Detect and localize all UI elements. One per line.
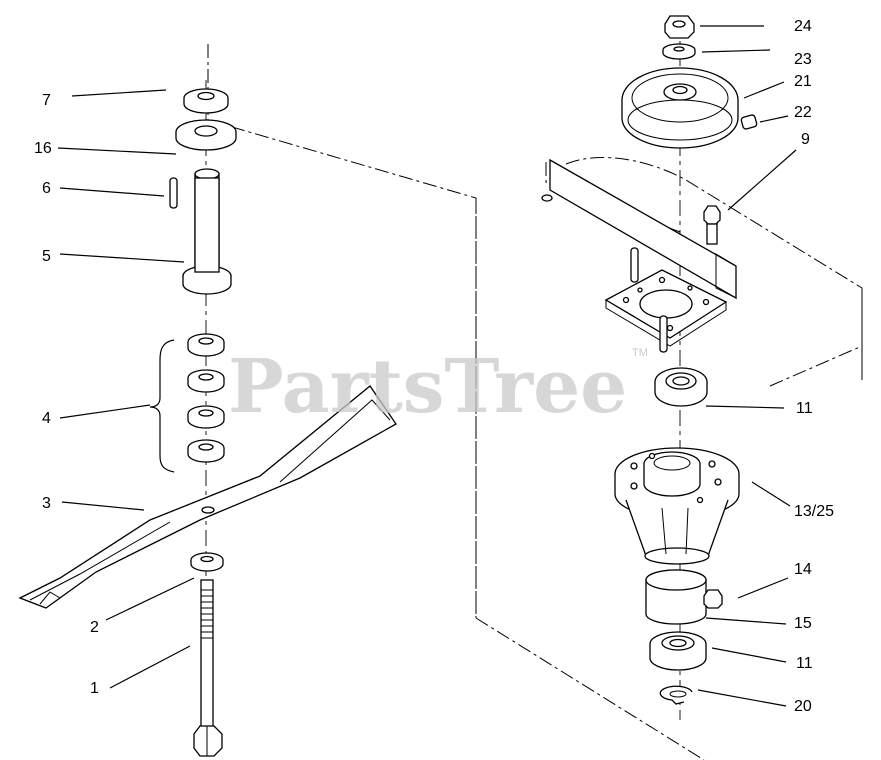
watermark-trademark: TM [632, 347, 648, 359]
washer-2 [190, 552, 224, 572]
watermark-text: PartsTree [228, 344, 627, 430]
callout-11-top: 11 [796, 400, 813, 417]
callout-4: 4 [42, 410, 51, 427]
deck-outline [207, 44, 863, 760]
watermark: PartsTree TM [228, 344, 648, 430]
callout-13-25: 13/25 [794, 503, 834, 520]
callout-5: 5 [42, 248, 51, 265]
base-plate [604, 247, 728, 353]
bracket-4 [149, 339, 175, 473]
callout-20: 20 [794, 698, 812, 715]
bearing-11-bottom [649, 631, 707, 671]
nut-24 [664, 15, 695, 39]
callout-1: 1 [90, 680, 99, 697]
callout-24: 24 [794, 18, 812, 35]
sleeve-15 [645, 569, 707, 625]
callout-22: 22 [794, 104, 812, 121]
callout-9: 9 [801, 131, 810, 148]
callout-6: 6 [42, 180, 51, 197]
bearing-11-top [654, 367, 708, 407]
right-assembly [541, 15, 758, 720]
callout-2: 2 [90, 619, 99, 636]
bolt-1 [193, 579, 223, 757]
pulley-21 [621, 67, 739, 149]
nut-14 [703, 589, 723, 609]
washer-23 [662, 43, 696, 60]
callout-7: 7 [42, 92, 51, 109]
callout-23: 23 [794, 51, 812, 68]
callout-labels: 24 23 21 22 9 11 13/25 14 15 11 20 7 16 … [34, 18, 834, 715]
callout-11-bottom: 11 [796, 655, 813, 672]
spacer-16 [175, 119, 237, 151]
deck-plate [541, 158, 737, 300]
blade-3 [18, 385, 397, 609]
leader-lines [57, 25, 797, 707]
washer-7 [183, 88, 229, 114]
left-assembly [18, 80, 397, 757]
callout-21: 21 [794, 73, 812, 90]
callout-14: 14 [794, 561, 812, 578]
bolt-9 [703, 205, 721, 245]
key-22 [740, 114, 758, 130]
spacers-4 [187, 333, 225, 463]
housing-13-25 [614, 447, 740, 565]
spindle-5 [182, 168, 232, 295]
callout-16: 16 [34, 140, 52, 157]
pin-6 [169, 177, 178, 209]
retaining-ring-20 [659, 685, 693, 705]
callout-15: 15 [794, 615, 812, 632]
callout-3: 3 [42, 495, 51, 512]
